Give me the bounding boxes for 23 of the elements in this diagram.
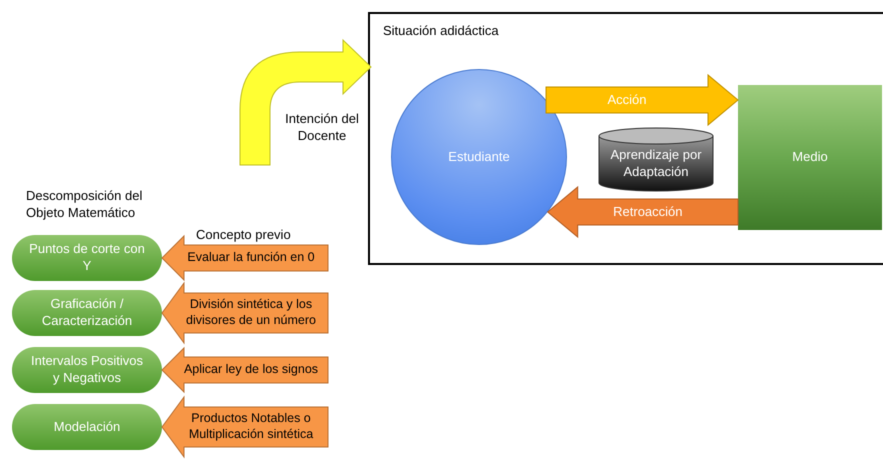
process-box: Medio <box>738 85 882 230</box>
edge-label: Productos Notables o Multiplicación sintética <box>188 410 314 443</box>
rounded-node: Graficación / Caracterización <box>12 290 162 336</box>
edge-label: Intención del Docente <box>284 111 360 145</box>
rounded-node: Intervalos Positivos y Negativos <box>12 347 162 393</box>
edge-label: Aplicar ley de los signos <box>182 361 320 378</box>
edge-label: Acción <box>606 90 648 109</box>
text-label: Descomposición del Objeto Matemático <box>26 188 144 222</box>
circle-node: Estudiante <box>391 69 567 245</box>
block-arrow <box>161 281 328 345</box>
block-arrow <box>546 74 739 126</box>
text-label: Concepto previo <box>196 227 292 244</box>
block-arrow <box>161 395 328 459</box>
rounded-node: Puntos de corte con Y <box>12 235 162 281</box>
group-title: Situación adidáctica <box>383 23 499 38</box>
edge-label: Evaluar la función en 0 <box>186 249 316 266</box>
block-arrow <box>161 234 328 282</box>
edge-label: División sintética y los divisores de un número <box>185 296 317 329</box>
block-arrow <box>240 40 372 166</box>
edge-label: Retroacción <box>612 202 684 221</box>
block-arrow <box>161 346 328 394</box>
rounded-node: Modelación <box>12 404 162 450</box>
block-arrow <box>546 186 738 238</box>
